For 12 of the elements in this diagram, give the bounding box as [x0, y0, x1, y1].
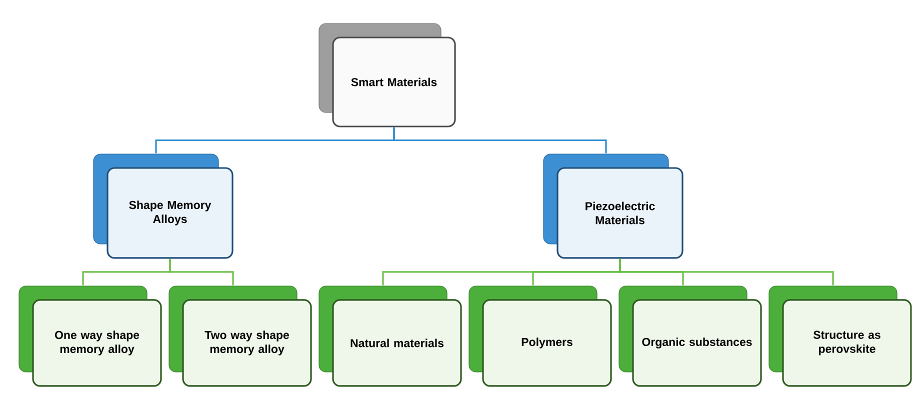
category-box: Structure as perovskite — [768, 286, 912, 387]
category-box: Smart Materials — [318, 23, 456, 128]
category-box: Polymers — [468, 286, 612, 387]
category-box: One way shape memory alloy — [18, 286, 162, 387]
connector-line — [393, 127, 607, 154]
category-box: Piezoelectric Materials — [543, 154, 684, 259]
connector-line — [169, 258, 234, 286]
category-box: Organic substances — [618, 286, 762, 387]
category-box: Shape Memory Alloys — [93, 154, 234, 259]
connector-line — [619, 258, 834, 286]
category-box: Two way shape memory alloy — [168, 286, 312, 387]
category-box: Natural materials — [318, 286, 462, 387]
